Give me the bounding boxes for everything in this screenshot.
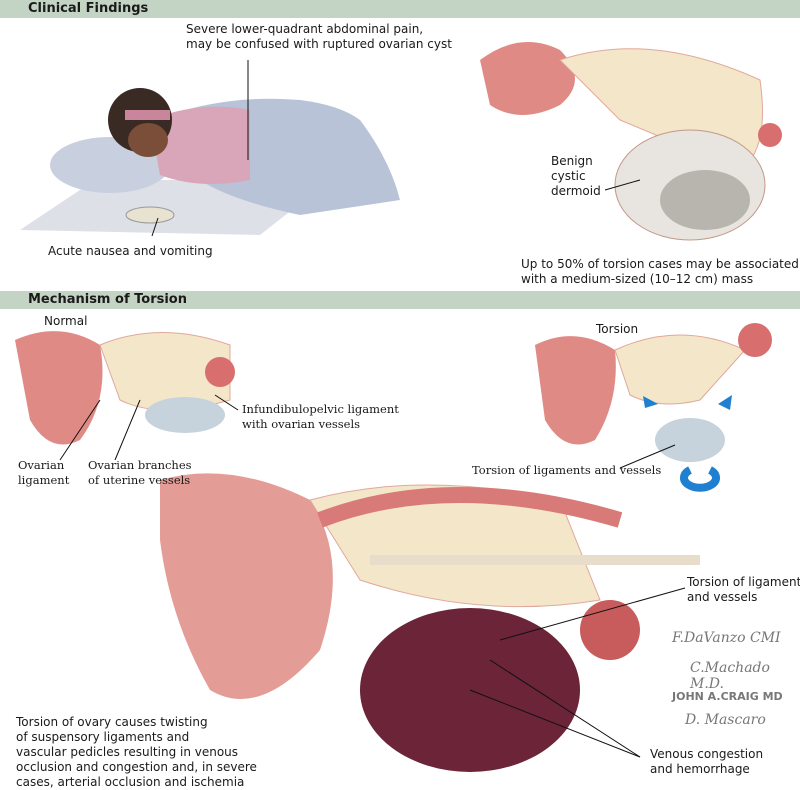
- normal-label: Normal: [44, 314, 88, 328]
- torsion-small-label: Torsion of ligaments and vessels: [472, 463, 662, 477]
- signature-machado: C.Machado M.D.: [690, 660, 770, 692]
- signature-davanzo: F.DaVanzo CMI: [672, 630, 781, 646]
- torsion-label: Torsion: [596, 322, 639, 336]
- signature-craig: JOHN A.CRAIG MD: [672, 690, 783, 703]
- dermoid-illustration: [480, 42, 782, 241]
- pain-label: Severe lower-quadrant abdominal pain,may…: [186, 22, 452, 51]
- section-title: Mechanism of Torsion: [28, 292, 187, 307]
- section-header-clinical-findings: Clinical Findings: [0, 0, 800, 18]
- nausea-label: Acute nausea and vomiting: [48, 244, 213, 258]
- section-title: Clinical Findings: [28, 1, 149, 16]
- mass-caption: Up to 50% of torsion cases may be associ…: [521, 257, 799, 286]
- torsion-main-illustration: [160, 473, 700, 772]
- torsion-small-illustration: [535, 323, 772, 492]
- normal-uterus-illustration: [15, 331, 235, 445]
- leader-lines: [59, 60, 686, 758]
- signature-mascaro: D. Mascaro: [685, 712, 766, 728]
- section-header-mechanism: Mechanism of Torsion: [0, 291, 800, 309]
- patient-illustration: [20, 88, 400, 235]
